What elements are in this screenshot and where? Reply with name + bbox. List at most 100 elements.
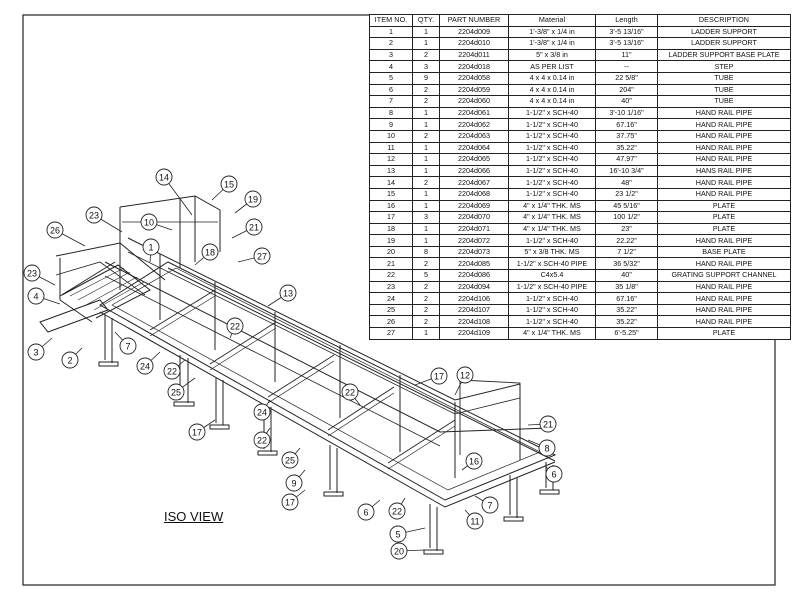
- bom-cell-qty: 1: [412, 118, 440, 131]
- bom-cell-item-no: 18: [369, 222, 413, 236]
- balloon-27: 27: [253, 247, 271, 265]
- bom-cell-description: TUBE: [657, 95, 791, 108]
- bom-cell-item-no: 23: [369, 280, 413, 294]
- balloon-label: 12: [460, 370, 470, 380]
- bom-header-item-no: ITEM NO.: [369, 14, 413, 27]
- bom-cell-item-no: 1: [369, 25, 413, 39]
- bom-cell-description: HAND RAIL PIPE: [657, 118, 791, 131]
- bom-cell-material: 4" x 1/4" THK. MS: [508, 327, 596, 340]
- bom-cell-length: 22 5/8": [595, 71, 658, 85]
- bom-cell-item-no: 22: [369, 269, 413, 282]
- bom-cell-item-no: 14: [369, 176, 413, 189]
- bom-cell-qty: 1: [412, 25, 440, 39]
- balloon-label: 24: [257, 407, 267, 417]
- bom-cell-material: 1-1/2" x SCH-40: [508, 141, 596, 155]
- bom-cell-item-no: 5: [369, 71, 413, 85]
- balloon-label: 5: [395, 529, 400, 539]
- balloon-label: 10: [144, 217, 154, 227]
- bom-cell-item-no: 25: [369, 303, 413, 317]
- bom-cell-material: 5" x 3/8 THK. MS: [508, 245, 596, 259]
- bom-cell-length: 22.22": [595, 234, 658, 247]
- bom-cell-length: 36 5/32": [595, 257, 658, 271]
- balloon-circle: [341, 383, 359, 401]
- balloon-19: 19: [244, 190, 262, 208]
- bom-cell-material: 4" x 1/4" THK. MS: [508, 211, 596, 224]
- balloon-label: 19: [248, 194, 258, 204]
- bom-cell-description: HAND RAIL PIPE: [657, 303, 791, 317]
- bom-cell-description: HAND RAIL PIPE: [657, 257, 791, 271]
- bom-cell-part-number: 2204d108: [439, 315, 509, 329]
- view-label: ISO VIEW: [164, 509, 224, 524]
- bom-cell-material: 4 x 4 x 0.14 in: [508, 83, 596, 97]
- balloon-circle: [85, 206, 103, 224]
- balloon-label: 4: [33, 291, 38, 301]
- balloon-21: 21: [245, 218, 263, 236]
- bom-cell-part-number: 2204d065: [439, 153, 509, 166]
- balloon-label: 9: [291, 478, 296, 488]
- bom-cell-material: 1'-3/8" x 1/4 in: [508, 37, 596, 50]
- bom-cell-part-number: 2204d107: [439, 303, 509, 317]
- balloon-circle: [538, 439, 556, 457]
- balloon-circle: [136, 357, 154, 375]
- balloon-circle: [539, 415, 557, 433]
- bom-cell-material: 1-1/2" x SCH-40: [508, 315, 596, 329]
- bom-cell-item-no: 15: [369, 187, 413, 201]
- bom-cell-length: 16'-10 3/4": [595, 164, 658, 178]
- bom-cell-material: 1-1/2" x SCH-40: [508, 164, 596, 178]
- bom-cell-qty: 8: [412, 245, 440, 259]
- balloon-5: 5: [389, 525, 407, 543]
- bom-cell-length: 40": [595, 269, 658, 282]
- bom-cell-part-number: 2204d018: [439, 60, 509, 73]
- balloon-label: 13: [283, 288, 293, 298]
- balloon-label: 14: [159, 172, 169, 182]
- balloon-23: 23: [85, 206, 103, 224]
- bom-cell-part-number: 2204d069: [439, 199, 509, 213]
- balloon-circle: [389, 525, 407, 543]
- bom-cell-material: 1'-3/8" x 1/4 in: [508, 25, 596, 39]
- bom-cell-length: 67.16": [595, 118, 658, 131]
- balloon-circle: [155, 168, 173, 186]
- balloon-15: 15: [220, 175, 238, 193]
- balloon-13: 13: [279, 284, 297, 302]
- bom-cell-length: 45 5/16": [595, 199, 658, 213]
- balloon-circle: [281, 493, 299, 511]
- bom-cell-qty: 2: [412, 95, 440, 108]
- balloon-label: 11: [470, 516, 479, 526]
- bom-cell-item-no: 27: [369, 327, 413, 340]
- balloon-circle: [253, 247, 271, 265]
- bom-cell-part-number: 2204d109: [439, 327, 509, 340]
- balloon-label: 15: [224, 179, 234, 189]
- bom-cell-description: LADDER SUPPORT: [657, 25, 791, 39]
- balloon-7: 7: [481, 496, 499, 514]
- bom-cell-length: 23": [595, 222, 658, 236]
- bom-cell-qty: 1: [412, 327, 440, 340]
- bom-cell-length: 7 1/2": [595, 245, 658, 259]
- balloon-label: 22: [345, 387, 355, 397]
- balloon-circle: [226, 317, 244, 335]
- balloon-label: 18: [205, 247, 215, 257]
- bom-cell-description: LADDER SUPPORT BASE PLATE: [657, 48, 791, 62]
- balloon-8: 8: [538, 439, 556, 457]
- balloon-circle: [142, 238, 160, 256]
- bom-cell-part-number: 2204d061: [439, 106, 509, 120]
- balloon-22: 22: [341, 383, 359, 401]
- bom-cell-qty: 5: [412, 269, 440, 282]
- balloon-22: 22: [253, 431, 271, 449]
- bom-cell-description: HANS RAIL PIPE: [657, 164, 791, 178]
- bom-cell-description: PLATE: [657, 222, 791, 236]
- balloon-circle: [167, 383, 185, 401]
- bom-cell-length: 48": [595, 176, 658, 189]
- bom-cell-material: 1-1/2" x SCH-40: [508, 303, 596, 317]
- balloon-2: 2: [61, 351, 79, 369]
- bom-cell-part-number: 2204d070: [439, 211, 509, 224]
- bom-cell-part-number: 2204d073: [439, 245, 509, 259]
- balloon-circle: [220, 175, 238, 193]
